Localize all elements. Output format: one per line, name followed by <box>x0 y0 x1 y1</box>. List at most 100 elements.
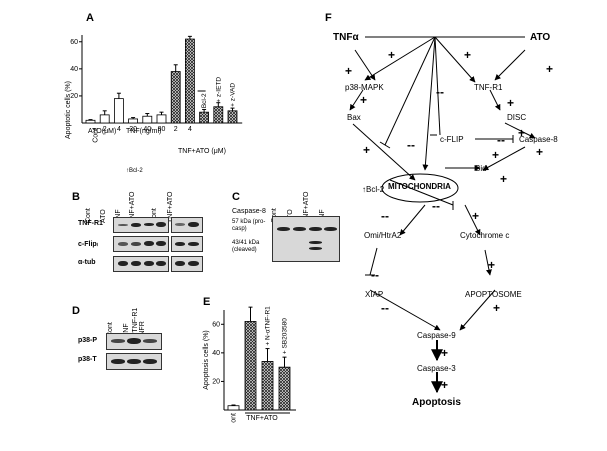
chart-a-bar-2 <box>114 98 124 124</box>
node-casp3: Caspase-3 <box>417 364 456 373</box>
chart-a-bar-6 <box>170 71 181 124</box>
sign-plus-12: + <box>472 209 480 223</box>
sign-minus-7: -- <box>381 301 389 315</box>
sign-plus-15: + <box>441 346 449 360</box>
blot-b-row-cflip: c-Flipₗ <box>78 241 98 248</box>
sign-plus-14: + <box>493 301 501 315</box>
sign-plus-11: + <box>500 172 508 186</box>
chart-a-group-tnfato: TNF+ATO (μM) <box>178 148 226 155</box>
sign-minus-6: -- <box>371 268 379 282</box>
sign-plus-16: + <box>441 378 449 392</box>
blot-c-strip <box>272 216 340 262</box>
node-cflip: c-FLIP <box>440 135 464 144</box>
sign-minus-2: -- <box>407 138 415 152</box>
chart-a-bar-9 <box>213 106 224 124</box>
chart-e-ytick-label-1: 40 <box>212 350 220 357</box>
chart-a-cat-label-6: 2 <box>174 126 178 133</box>
panel-label-a: A <box>86 12 94 24</box>
chart-a-cat-label-5: 80 <box>158 126 166 133</box>
chart-a-ytick-label-2: 60 <box>70 39 78 46</box>
sign-plus-6: + <box>507 96 515 110</box>
panel-label-f: F <box>325 12 332 24</box>
blot-b-row-tub: α-tub <box>78 259 96 266</box>
chart-a-cat-label-1: 2 <box>103 126 107 133</box>
node-cytc: Cytochrome c <box>460 231 510 240</box>
chart-a-ytick-label-0: 20 <box>70 93 78 100</box>
sign-minus-4: -- <box>432 199 440 213</box>
chart-a-cat-label-0: Cont <box>93 128 100 143</box>
blot-b-strip-1 <box>113 217 169 233</box>
blot-c-cleaved-label: 43/41 kDa (cleaved) <box>232 240 260 253</box>
sign-plus-5: + <box>360 93 368 107</box>
chart-e-bar-3 <box>278 366 291 411</box>
node-casp9: Caspase-9 <box>417 331 456 340</box>
chart-e-annot-2: + N-αTNF-R1 <box>265 306 272 346</box>
node-casp8: Caspase-8 <box>519 135 558 144</box>
chart-a-bar-7 <box>185 38 195 124</box>
blot-b-row-tnfr1: TNF-R1 <box>78 220 103 227</box>
chart-a-ytick-label-1: 40 <box>70 66 78 73</box>
sign-plus-9: + <box>492 148 500 162</box>
sign-plus-1: + <box>388 48 396 62</box>
chart-a-group-ato: ATO(μM) <box>88 128 117 135</box>
node-bcl2: ↑Bcl-2 <box>362 185 385 194</box>
node-omi: Omi/HtrA2 <box>364 231 402 240</box>
node-disc: DISC <box>507 113 527 122</box>
blot-d-row-p38t: p38-T <box>78 356 97 363</box>
sign-plus-13: + <box>488 258 496 272</box>
chart-e-annot-3: + SB203580 <box>282 318 289 354</box>
sign-plus-7: + <box>518 126 526 140</box>
chart-a-group-tnf: TNF(ng/ml) <box>126 128 162 135</box>
chart-a-bar-5 <box>156 114 167 124</box>
chart-a-bar-4 <box>142 115 153 124</box>
node-tnfa: TNFα <box>333 32 359 43</box>
chart-e-ytick-label-2: 60 <box>212 321 220 328</box>
chart-a-cat-label-3: 20 <box>129 126 137 133</box>
chart-a-cat-label-9: + z-IETD <box>215 77 222 103</box>
blot-d-strip-2 <box>106 353 162 370</box>
chart-e-bar-1 <box>244 321 257 411</box>
chart-a-cat-label-8: Bcl-2 <box>201 93 208 108</box>
chart-a-bar-8 <box>199 111 210 124</box>
panel-label-c: C <box>232 191 240 203</box>
sign-minus-3: -- <box>497 133 505 147</box>
node-tnfr1: TNF-R1 <box>474 83 503 92</box>
blot-b-strip-2 <box>113 236 169 252</box>
node-apoptosome: APOPTOSOME <box>465 290 522 299</box>
blot-c-pro-label: 57 kDa (pro-casp) <box>232 219 266 232</box>
chart-a-cat-label-7: 4 <box>188 126 192 133</box>
sign-plus-2: + <box>464 48 472 62</box>
chart-a-bar-3 <box>128 118 138 124</box>
panel-label-b: B <box>72 191 80 203</box>
blot-b-strip-4 <box>171 217 203 233</box>
sign-plus-4: + <box>345 64 353 78</box>
blot-b-strip-5 <box>171 236 203 252</box>
blot-d-row-p38p: p38-P <box>78 337 98 344</box>
chart-e-bar-2 <box>261 361 274 411</box>
sign-plus-10: + <box>363 143 371 157</box>
blot-c-title: Caspase-8 <box>232 208 266 215</box>
panel-label-d: D <box>72 305 80 317</box>
sign-plus-8: + <box>536 145 544 159</box>
node-bid: Bid <box>475 164 487 173</box>
sign-minus-5: -- <box>381 209 389 223</box>
chart-e-cat-cont: Cont <box>231 413 238 423</box>
node-mito: MITOCHONDRIA <box>388 182 451 191</box>
chart-e: Apoptosis cells (%) 20 40 60 + N-αTNF-R1 + S… <box>203 306 296 423</box>
chart-e-ytick-label-0: 20 <box>212 378 220 385</box>
chart-e-bar-0 <box>227 405 240 411</box>
node-apoptosis: Apoptosis <box>412 397 461 408</box>
chart-a-cat-label-2: 4 <box>117 126 121 133</box>
blot-d-strip-1 <box>106 333 162 350</box>
chart-a-bar-1 <box>99 114 110 124</box>
panel-label-e: E <box>203 296 211 308</box>
chart-e-ylabel: Apoptosis cells (%) <box>203 330 210 390</box>
node-xiap: XIAP <box>365 290 384 299</box>
chart-a-cat-label-4: 40 <box>143 126 151 133</box>
sign-minus-1: -- <box>436 85 444 99</box>
chart-a-ylabel: Apoptotic cells (%) <box>65 81 72 139</box>
blot-b-strip-3 <box>113 256 169 272</box>
chart-e-cat-group: TNF+ATO <box>246 415 278 422</box>
node-bax: Bax <box>347 113 361 122</box>
